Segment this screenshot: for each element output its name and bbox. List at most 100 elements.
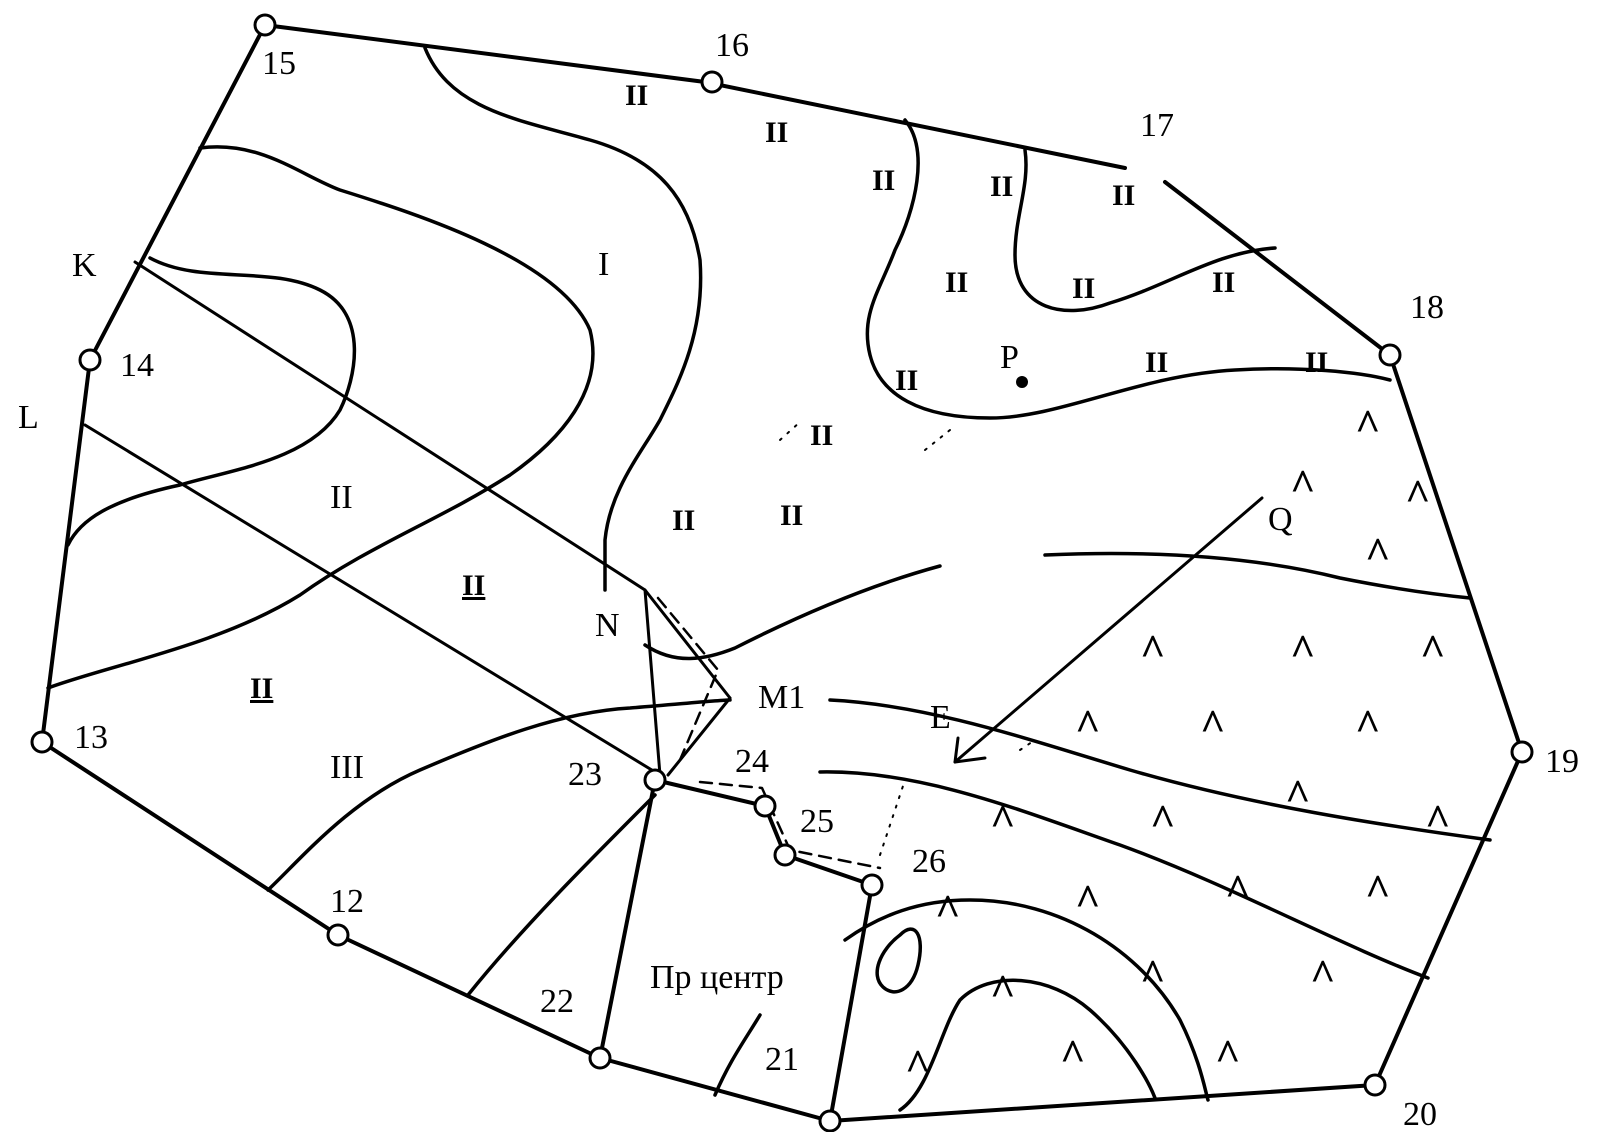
station-marker-21: [818, 1109, 842, 1132]
line-N-23: [643, 588, 662, 777]
point-label-E: E: [930, 699, 951, 736]
dots-4: [1019, 739, 1036, 751]
station-marker-15: [253, 13, 277, 37]
dashed-24-26: [698, 780, 882, 870]
zone-label-II: II: [330, 479, 353, 516]
interior-lines: [83, 260, 1264, 870]
slope-mark: ^: [935, 886, 961, 935]
station-marker-13: [30, 730, 54, 754]
soil-mark: II: [1072, 272, 1095, 305]
line-Q-E: [953, 496, 1264, 764]
soil-mark: II: [780, 499, 803, 532]
station-label-23: 23: [568, 756, 602, 793]
station-label-16: 16: [715, 27, 749, 64]
soil-mark: II: [810, 419, 833, 452]
soil-mark-underlined: II: [462, 569, 485, 602]
soil-mark: II: [895, 364, 918, 397]
point-P-marker: [1016, 376, 1028, 388]
arrow-head-E: [953, 736, 987, 764]
point-label-M1: M1: [758, 679, 805, 716]
slope-mark: ^: [1405, 471, 1431, 520]
station-label-22: 22: [540, 983, 574, 1020]
point-label-Q: Q: [1268, 501, 1293, 538]
contour-closed-loop: [875, 927, 923, 994]
point-labels: K L N P Q E M1 Пр центр: [18, 247, 1293, 996]
station-marker-23: [643, 768, 667, 792]
point-label-N: N: [595, 607, 620, 644]
soil-mark: II: [1305, 346, 1328, 379]
station-label-13: 13: [74, 719, 108, 756]
contour-10: [818, 770, 1430, 980]
boundary-17-18-19-20: [1163, 180, 1524, 1087]
station-marker-25: [773, 843, 797, 867]
contour-13: [843, 898, 1210, 1102]
slope-mark: ^: [905, 1041, 931, 1090]
soil-mark: II: [1145, 346, 1168, 379]
station-label-20: 20: [1403, 1096, 1437, 1132]
station-marker-24: [753, 794, 777, 818]
point-label-P: P: [1000, 339, 1019, 376]
station-label-19: 19: [1545, 743, 1579, 780]
station-label-17: 17: [1140, 107, 1174, 144]
slope-mark: ^: [1425, 796, 1451, 845]
slope-mark: ^: [1215, 1031, 1241, 1080]
soil-mark: II: [945, 266, 968, 299]
contour-3: [66, 256, 357, 547]
slope-marks: ^ ^ ^ ^ ^ ^ ^ ^ ^ ^ ^ ^ ^ ^ ^ ^ ^ ^ ^ ^ …: [905, 401, 1451, 1090]
point-label-L: L: [18, 399, 39, 436]
slope-mark: ^: [1060, 1031, 1086, 1080]
center-label: Пр центр: [650, 959, 784, 996]
slope-mark: ^: [1355, 401, 1381, 450]
dots-2: [924, 429, 951, 451]
slope-mark: ^: [1420, 626, 1446, 675]
dots-3: [879, 779, 906, 856]
contour-2: [46, 145, 595, 690]
slope-mark: ^: [1075, 701, 1101, 750]
line-M1-23: [666, 696, 732, 777]
traverse-21-26-25-24-23: [653, 778, 874, 1123]
slope-mark: ^: [1140, 626, 1166, 675]
slope-mark: ^: [1290, 626, 1316, 675]
soil-mark: II: [872, 164, 895, 197]
contour-12: [713, 1013, 762, 1097]
contour-4: [865, 118, 1392, 420]
line-L: [83, 423, 662, 777]
traverse-22-23: [598, 778, 657, 1060]
soil-marks: II II II II II II II II II II II II II I…: [250, 79, 1328, 705]
zone-label-I: I: [598, 246, 609, 283]
soil-mark: II: [990, 170, 1013, 203]
zone-labels: I II III: [330, 246, 609, 786]
station-label-12: 12: [330, 883, 364, 920]
dotted-marks: [779, 421, 1036, 856]
slope-mark: ^: [1150, 796, 1176, 845]
slope-mark: ^: [1310, 951, 1336, 1000]
boundary-15-16-17: [263, 23, 1127, 170]
slope-mark: ^: [1290, 461, 1316, 510]
boundary-20-21: [828, 1083, 1377, 1123]
station-label-15: 15: [262, 45, 296, 82]
slope-mark: ^: [1200, 701, 1226, 750]
soil-mark: II: [625, 79, 648, 112]
station-marker-26: [860, 873, 884, 897]
traverse-boundary: [40, 23, 1524, 1123]
contour-8: [266, 698, 732, 892]
contour-5: [1013, 148, 1277, 313]
station-label-26: 26: [912, 843, 946, 880]
station-marker-14: [78, 348, 102, 372]
dashed-M1-24: [656, 596, 720, 762]
contour-9: [828, 698, 1492, 842]
station-label-25: 25: [800, 803, 834, 840]
station-marker-18: [1378, 343, 1402, 367]
slope-mark: ^: [1285, 771, 1311, 820]
slope-mark: ^: [1075, 876, 1101, 925]
contour-11: [466, 793, 657, 997]
soil-mark: II: [1112, 179, 1135, 212]
station-label-24: 24: [735, 743, 769, 780]
contour-lines: [46, 46, 1492, 1112]
soil-mark-underlined: II: [250, 672, 273, 705]
contour-6: [643, 564, 942, 661]
slope-mark: ^: [1140, 951, 1166, 1000]
station-marker-19: [1510, 740, 1534, 764]
contour-14: [898, 978, 1157, 1112]
